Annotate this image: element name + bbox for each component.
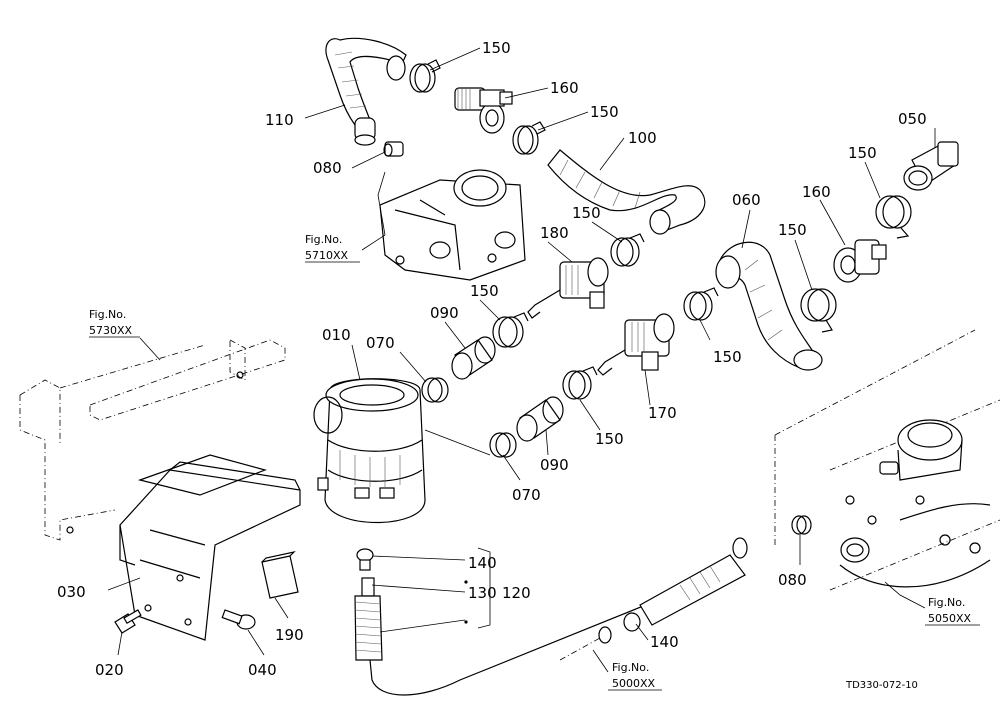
- clamp-070-b: [489, 432, 517, 458]
- air-cleaner-010: [313, 378, 426, 523]
- callout-030: 030: [57, 583, 86, 601]
- callout-160-a: 160: [550, 79, 579, 97]
- pipe-090-b: [516, 396, 564, 442]
- callout-150-d: 150: [778, 221, 807, 239]
- clamp-150-c: [610, 233, 645, 267]
- pipe-050: [903, 141, 959, 191]
- figref-5000-number: 5000XX: [612, 677, 656, 690]
- valve-170: [597, 313, 675, 376]
- callout-labels: 150 160 150 110 100 050 080 150 060 150 …: [57, 39, 927, 679]
- callout-150-e: 150: [713, 348, 742, 366]
- bracket-030: [119, 454, 301, 641]
- hose-110: [325, 37, 407, 146]
- hose-060: [715, 241, 823, 371]
- frame-5730xx: [19, 339, 286, 541]
- clamp-080-b: [791, 515, 812, 535]
- clamp-150-f: [492, 312, 529, 348]
- pad-190: [261, 550, 299, 599]
- callout-090-a: 090: [430, 304, 459, 322]
- callout-120: 120: [502, 584, 531, 602]
- callout-070-b: 070: [512, 486, 541, 504]
- callout-150-b: 150: [590, 103, 619, 121]
- callout-070-a: 070: [366, 334, 395, 352]
- callout-160-b: 160: [802, 183, 831, 201]
- callout-150-upper-right: 150: [848, 144, 877, 162]
- clamp-150-b: [512, 121, 546, 155]
- hose-drain-right: [559, 537, 748, 661]
- connector-160-b: [833, 239, 887, 283]
- bolt-040: [221, 609, 256, 630]
- clamp-150-d: [800, 288, 837, 333]
- drain-assembly-120: [354, 547, 721, 696]
- engine-block-5050xx: [774, 329, 1000, 591]
- figref-5050-number: 5050XX: [928, 612, 972, 625]
- callout-150-a: 150: [482, 39, 511, 57]
- callout-150-f: 150: [470, 282, 499, 300]
- joint-080-a: [383, 141, 404, 157]
- connector-160-a: [454, 87, 513, 134]
- figref-5730-number: 5730XX: [89, 324, 133, 337]
- callout-180: 180: [540, 224, 569, 242]
- callout-150-c: 150: [572, 204, 601, 222]
- clamp-070-a: [421, 377, 449, 403]
- callout-040: 040: [248, 661, 277, 679]
- callout-010: 010: [322, 326, 351, 344]
- callout-100: 100: [628, 129, 657, 147]
- clamp-150-e: [683, 287, 719, 321]
- throttle-body: [379, 169, 526, 281]
- callout-130: 130: [468, 584, 497, 602]
- callout-190: 190: [275, 626, 304, 644]
- clamp-150-g: [562, 366, 598, 400]
- callout-050: 050: [898, 110, 927, 128]
- clamp-150-a: [409, 59, 441, 93]
- figure-references: Fig.No. 5710XX Fig.No. 5730XX Fig.No. 50…: [89, 233, 980, 691]
- valve-180: [527, 257, 609, 319]
- pipe-090-a: [451, 336, 496, 380]
- bolt-020: [114, 609, 142, 634]
- leader-lines: [107, 47, 936, 673]
- figref-5710-label: Fig.No.: [305, 233, 342, 246]
- callout-110: 110: [265, 111, 294, 129]
- clamp-150-upper-right: [875, 195, 912, 239]
- callout-080-a: 080: [313, 159, 342, 177]
- hose-100: [547, 149, 706, 235]
- callout-150-g: 150: [595, 430, 624, 448]
- callout-170: 170: [648, 404, 677, 422]
- callout-090-b: 090: [540, 456, 569, 474]
- figref-5730-label: Fig.No.: [89, 308, 126, 321]
- callout-140-a: 140: [468, 554, 497, 572]
- callout-140-b: 140: [650, 633, 679, 651]
- callout-020: 020: [95, 661, 124, 679]
- callout-060: 060: [732, 191, 761, 209]
- drawing-code: TD330-072-10: [845, 680, 918, 691]
- figref-5050-label: Fig.No.: [928, 596, 965, 609]
- figref-5000-label: Fig.No.: [612, 661, 649, 674]
- callout-080-b: 080: [778, 571, 807, 589]
- figref-5710-number: 5710XX: [305, 249, 349, 262]
